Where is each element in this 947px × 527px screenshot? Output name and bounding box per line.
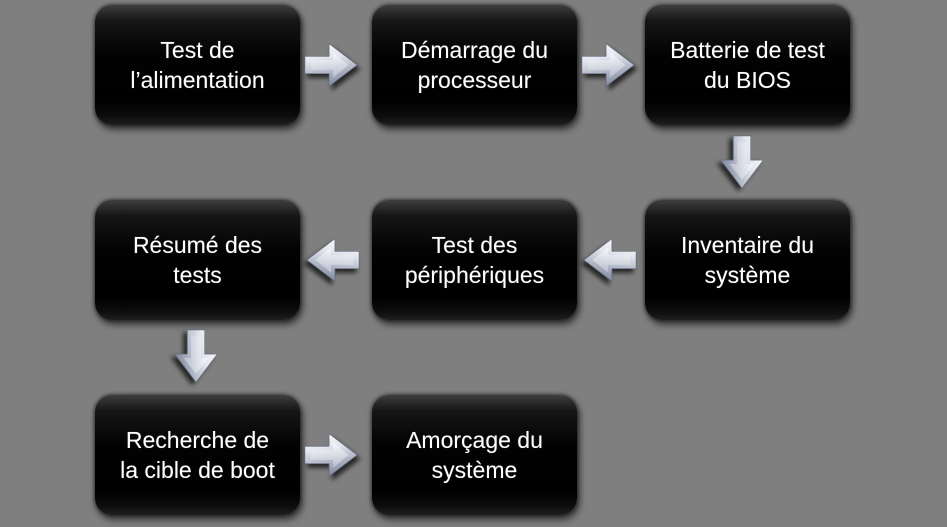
- arrow-down-icon: [174, 329, 218, 383]
- node-label: Test de l’alimentation: [130, 36, 265, 93]
- node-label: Démarrage du processeur: [400, 36, 549, 93]
- node-recherche-cible-boot: Recherche de la cible de boot: [95, 395, 300, 515]
- node-resume-tests: Résumé des tests: [95, 200, 300, 320]
- node-demarrage-processeur: Démarrage du processeur: [372, 5, 577, 125]
- arrow-right-icon: [304, 433, 358, 477]
- arrow-left-icon: [583, 238, 637, 282]
- node-label: Batterie de test du BIOS: [670, 36, 825, 93]
- node-amorcage-systeme: Amorçage du système: [372, 395, 577, 515]
- node-label: Inventaire du système: [681, 231, 814, 288]
- node-test-peripheriques: Test des périphériques: [372, 200, 577, 320]
- node-batterie-test-bios: Batterie de test du BIOS: [645, 5, 850, 125]
- node-test-alimentation: Test de l’alimentation: [95, 5, 300, 125]
- arrow-left-icon: [306, 238, 360, 282]
- arrow-down-icon: [720, 135, 764, 189]
- node-inventaire-systeme: Inventaire du système: [645, 200, 850, 320]
- node-label: Test des périphériques: [404, 231, 545, 288]
- node-label: Recherche de la cible de boot: [120, 426, 275, 483]
- arrow-right-icon: [304, 43, 358, 87]
- node-label: Amorçage du système: [406, 426, 543, 483]
- node-label: Résumé des tests: [132, 231, 263, 288]
- arrow-right-icon: [581, 43, 635, 87]
